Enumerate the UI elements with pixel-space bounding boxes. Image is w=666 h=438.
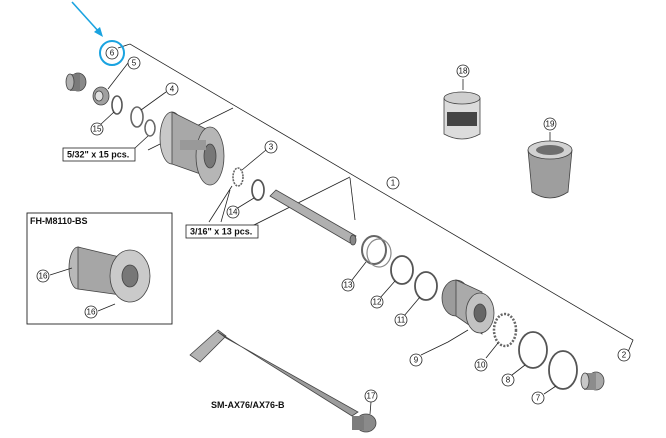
label-ball-large: 3/16" x 13 pcs.: [185, 224, 259, 239]
callout-1: 1: [386, 176, 400, 190]
svg-text:11: 11: [397, 316, 406, 325]
svg-text:5: 5: [132, 59, 137, 68]
svg-text:1: 1: [391, 179, 396, 188]
inset-title: FH-M8110-BS: [30, 216, 88, 226]
callout-6: 6: [99, 40, 125, 66]
svg-text:17: 17: [367, 392, 376, 401]
svg-text:10: 10: [477, 361, 486, 370]
part-cone-4: [130, 91, 167, 128]
part-ring-15: [99, 95, 123, 126]
part-ball-retainer-small: [134, 119, 156, 149]
callout-8: 8: [501, 373, 515, 387]
svg-text:13: 13: [344, 281, 353, 290]
callout-18: 18: [456, 64, 470, 78]
svg-text:14: 14: [229, 208, 238, 217]
part-end-cap-2: [580, 371, 605, 391]
callout-15: 15: [90, 122, 104, 136]
leader-ball-large: [220, 189, 231, 223]
part-ring-7: [543, 350, 578, 395]
svg-text:5/32" x 15 pcs.: 5/32" x 15 pcs.: [67, 150, 129, 160]
svg-text:12: 12: [373, 298, 382, 307]
part-sleeve: [527, 132, 573, 199]
callout-11: 11: [394, 313, 408, 327]
svg-text:18: 18: [459, 67, 468, 76]
callout-17: 17: [364, 389, 378, 403]
callout-16-upper: 16: [36, 269, 50, 283]
part-ring-12: [379, 255, 414, 299]
svg-text:7: 7: [536, 394, 541, 403]
part-ring-8: [511, 331, 548, 376]
callout-2: 2: [617, 348, 631, 362]
part-hub-body: [159, 111, 225, 186]
part-ring-14: [235, 179, 265, 210]
leader-ball-large-2: [208, 185, 233, 223]
svg-text:8: 8: [506, 376, 511, 385]
svg-text:3/16" x 13 pcs.: 3/16" x 13 pcs.: [190, 227, 252, 237]
callout-19: 19: [543, 117, 557, 131]
callout-14: 14: [226, 205, 240, 219]
label-ball-small: 5/32" x 15 pcs.: [62, 147, 136, 162]
svg-text:3: 3: [269, 143, 274, 152]
part-lock-nut: [92, 62, 129, 106]
svg-text:9: 9: [414, 356, 419, 365]
part-end-cap: [65, 72, 87, 92]
inset-box: [26, 212, 173, 325]
callout-12: 12: [370, 295, 384, 309]
part-ball-retainer-3: [232, 149, 267, 187]
part-freehub-body: [420, 279, 495, 356]
callout-13: 13: [341, 278, 355, 292]
callout-5: 5: [127, 56, 141, 70]
part-hub-axle: [269, 189, 357, 246]
svg-text:16: 16: [87, 308, 96, 317]
svg-text:6: 6: [110, 49, 115, 58]
callout-7: 7: [531, 391, 545, 405]
part-through-axle: [189, 329, 377, 433]
part-ring-11: [403, 271, 438, 317]
callout-9: 9: [409, 353, 423, 367]
svg-text:19: 19: [546, 120, 555, 129]
callout-10: 10: [474, 358, 488, 372]
svg-text:16: 16: [39, 272, 48, 281]
callout-3: 3: [264, 140, 278, 154]
callout-16-lower: 16: [84, 305, 98, 319]
part-grease-jar: [443, 79, 481, 140]
svg-text:2: 2: [622, 351, 627, 360]
axle-model-label: SM-AX76/AX76-B: [211, 400, 285, 410]
callout-4: 4: [165, 82, 179, 96]
part-ratchet-10: [485, 312, 518, 359]
svg-text:15: 15: [93, 125, 102, 134]
svg-text:4: 4: [170, 85, 175, 94]
part-spring-13: [351, 235, 392, 281]
highlight-arrow: [71, 1, 103, 37]
